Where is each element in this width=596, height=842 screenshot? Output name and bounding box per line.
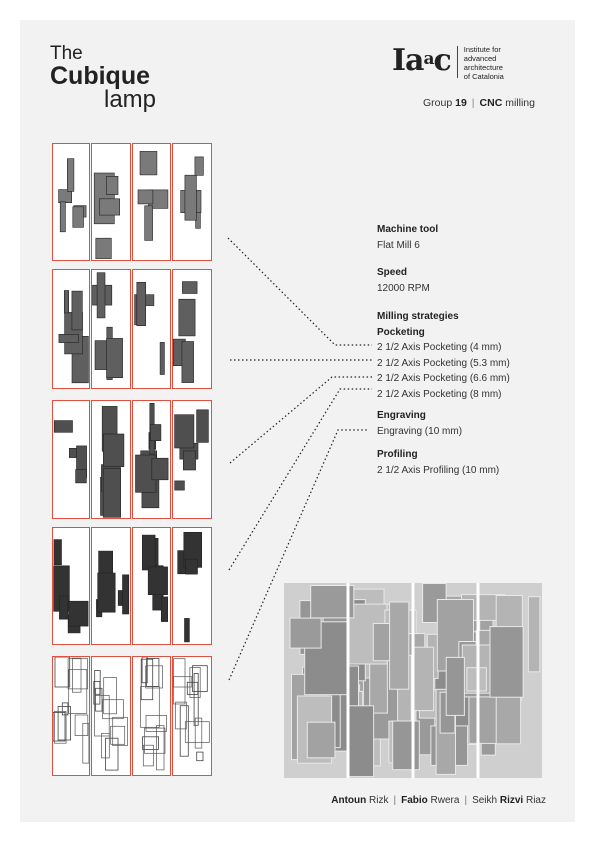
toolpath-strip (132, 143, 171, 261)
group-number: 19 (455, 97, 467, 109)
iaac-logo-mark: Iaac (392, 43, 452, 78)
lamp-render (284, 583, 542, 778)
toolpath-strip (52, 143, 90, 261)
machine-tool-heading: Machine tool (377, 224, 439, 235)
toolpath-strip (132, 269, 171, 389)
title-line-the: The (50, 43, 83, 64)
pocketing-item: 2 1/2 Axis Pocketing (8 mm) (377, 388, 502, 400)
process-name: CNC (479, 97, 503, 109)
engraving-heading: Engraving (377, 410, 426, 421)
speed-value: 12000 RPM (377, 282, 430, 294)
toolpath-strip (52, 269, 90, 389)
toolpath-strip (91, 527, 131, 645)
group-divider: | (471, 97, 475, 109)
connector-line (227, 237, 372, 346)
iaac-logo-text: Institute for advanced architecture of C… (463, 45, 504, 81)
render-block (445, 656, 465, 716)
toolpath-strip (52, 527, 90, 645)
author-last-name: Riaz (525, 795, 546, 806)
strategies-block: Milling strategies Pocketing 2 1/2 Axis … (377, 309, 510, 402)
toolpath-strip (91, 143, 131, 261)
speed-block: Speed 12000 RPM (377, 265, 430, 296)
speed-heading: Speed (377, 267, 408, 278)
author-middle-name: Rizvi (499, 795, 524, 806)
render-block (389, 601, 410, 690)
profiling-heading: Profiling (377, 449, 418, 460)
render-block (468, 694, 497, 744)
toolpath-strip (52, 656, 90, 776)
author-first-name: Antoun (331, 795, 367, 806)
toolpath-strip (91, 400, 131, 519)
connector-line (228, 388, 372, 571)
connector-line (228, 429, 368, 681)
logo-divider (456, 46, 458, 78)
group-info: Group 19 | CNC milling (423, 97, 535, 109)
title-line-lamp: lamp (104, 86, 157, 113)
process-suffix: milling (505, 97, 535, 109)
author-last-name: Rizk (369, 795, 389, 806)
toolpath-strip (172, 143, 212, 261)
toolpath-strip (172, 656, 212, 776)
pocketing-heading: Pocketing (377, 326, 425, 338)
render-block (372, 623, 392, 662)
toolpath-strip (91, 656, 131, 776)
pocketing-item: 2 1/2 Axis Pocketing (6.6 mm) (377, 373, 510, 384)
machine-tool-block: Machine tool Flat Mill 6 (377, 222, 438, 253)
profiling-value: 2 1/2 Axis Profiling (10 mm) (377, 464, 500, 476)
toolpath-strip (91, 269, 131, 389)
credits-divider: | (393, 795, 397, 806)
strategies-heading: Milling strategies (377, 311, 459, 322)
iaac-logo: Iaac Institute for advanced architecture… (392, 43, 504, 82)
toolpath-strip (172, 400, 212, 519)
render-block (392, 720, 420, 771)
credits-divider: | (464, 795, 468, 806)
render-block (527, 596, 541, 673)
toolpath-strip (132, 400, 171, 519)
toolpath-strip (132, 656, 171, 776)
render-block (346, 705, 375, 778)
render-block (413, 646, 435, 712)
connector-line (229, 376, 372, 464)
toolpath-strip (172, 269, 212, 389)
render-block (289, 617, 322, 649)
pocketing-item: 2 1/2 Axis Pocketing (4 mm) (377, 342, 502, 353)
engraving-value: Engraving (10 mm) (377, 425, 463, 437)
engraving-block: Engraving Engraving (10 mm) (377, 408, 462, 439)
author-first-name: Fabio (401, 795, 428, 806)
pocketing-item: 2 1/2 Axis Pocketing (5.3 mm) (377, 357, 510, 369)
credits: Antoun Rizk | Fabio Rwera | Seikh Rizvi Riaz (331, 795, 546, 806)
poster-title: The Cubique lamp (50, 44, 156, 112)
render-block (306, 721, 336, 759)
toolpath-strip (52, 400, 90, 519)
title-line-cubique: Cubique (50, 62, 150, 90)
render-block (489, 626, 524, 698)
machine-tool-value: Flat Mill 6 (377, 239, 420, 251)
author-first-name: Seikh (472, 795, 498, 806)
author-last-name: Rwera (430, 795, 460, 806)
toolpath-strip (172, 527, 212, 645)
group-label: Group (423, 97, 453, 109)
toolpath-strip (132, 527, 171, 645)
profiling-block: Profiling 2 1/2 Axis Profiling (10 mm) (377, 447, 499, 478)
